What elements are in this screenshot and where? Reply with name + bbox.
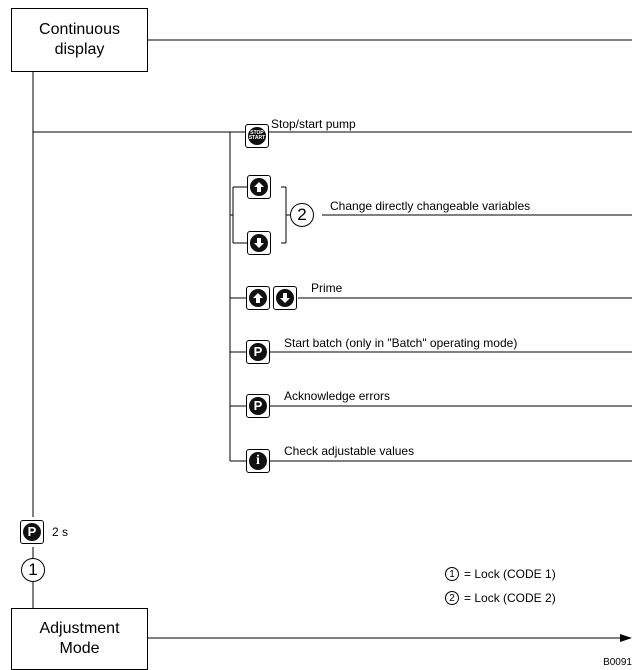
acknowledge-p-key-icon: P <box>246 394 270 418</box>
legend-circle-2: 2 <box>445 591 459 605</box>
start-key-text: START <box>248 135 266 141</box>
legend-lock-code-2: = Lock (CODE 2) <box>464 591 556 605</box>
down-key-icon <box>247 231 271 255</box>
check-label: Check adjustable values <box>284 444 415 458</box>
stop-start-key-icon: STOP START <box>245 124 269 148</box>
acknowledge-label: Acknowledge errors <box>284 389 391 403</box>
legend-lock-code-1: = Lock (CODE 1) <box>464 567 556 581</box>
change-variables-label: Change directly changeable variables <box>330 199 531 213</box>
prime-label: Prime <box>311 281 343 295</box>
arrow-head-icon <box>620 634 632 642</box>
hold-time-label: 2 s <box>52 525 69 539</box>
continuous-display-box: Continuous display <box>11 8 148 72</box>
adjustment-mode-line2: Mode <box>59 640 100 657</box>
lock-code-2-circle: 2 <box>290 203 314 227</box>
check-info-key-icon: i <box>246 449 270 473</box>
circle-1-text: 1 <box>28 560 38 579</box>
prime-up-key-icon <box>246 286 270 310</box>
adjustment-mode-box: Adjustment Mode <box>11 608 148 670</box>
figure-code: B0091 <box>603 657 632 668</box>
lock-code-1-circle: 1 <box>21 558 45 582</box>
up-key-icon <box>247 175 271 199</box>
stop-key-text: STOP <box>250 130 264 136</box>
start-batch-label: Start batch (only in "Batch" operating m… <box>284 336 518 350</box>
continuous-display-line2: display <box>54 41 105 58</box>
continuous-display-line1: Continuous <box>39 21 120 38</box>
hold-p-key-icon: P <box>20 520 44 544</box>
circle-2-text: 2 <box>297 205 307 224</box>
adjustment-mode-line1: Adjustment <box>39 620 120 637</box>
legend-circle-1: 1 <box>445 567 459 581</box>
legend-circle-2-text: 2 <box>449 592 455 604</box>
legend-circle-1-text: 1 <box>449 568 455 580</box>
prime-down-key-icon <box>273 286 297 310</box>
start-batch-p-key-icon: P <box>246 340 270 364</box>
stop-start-label: Stop/start pump <box>271 117 356 131</box>
